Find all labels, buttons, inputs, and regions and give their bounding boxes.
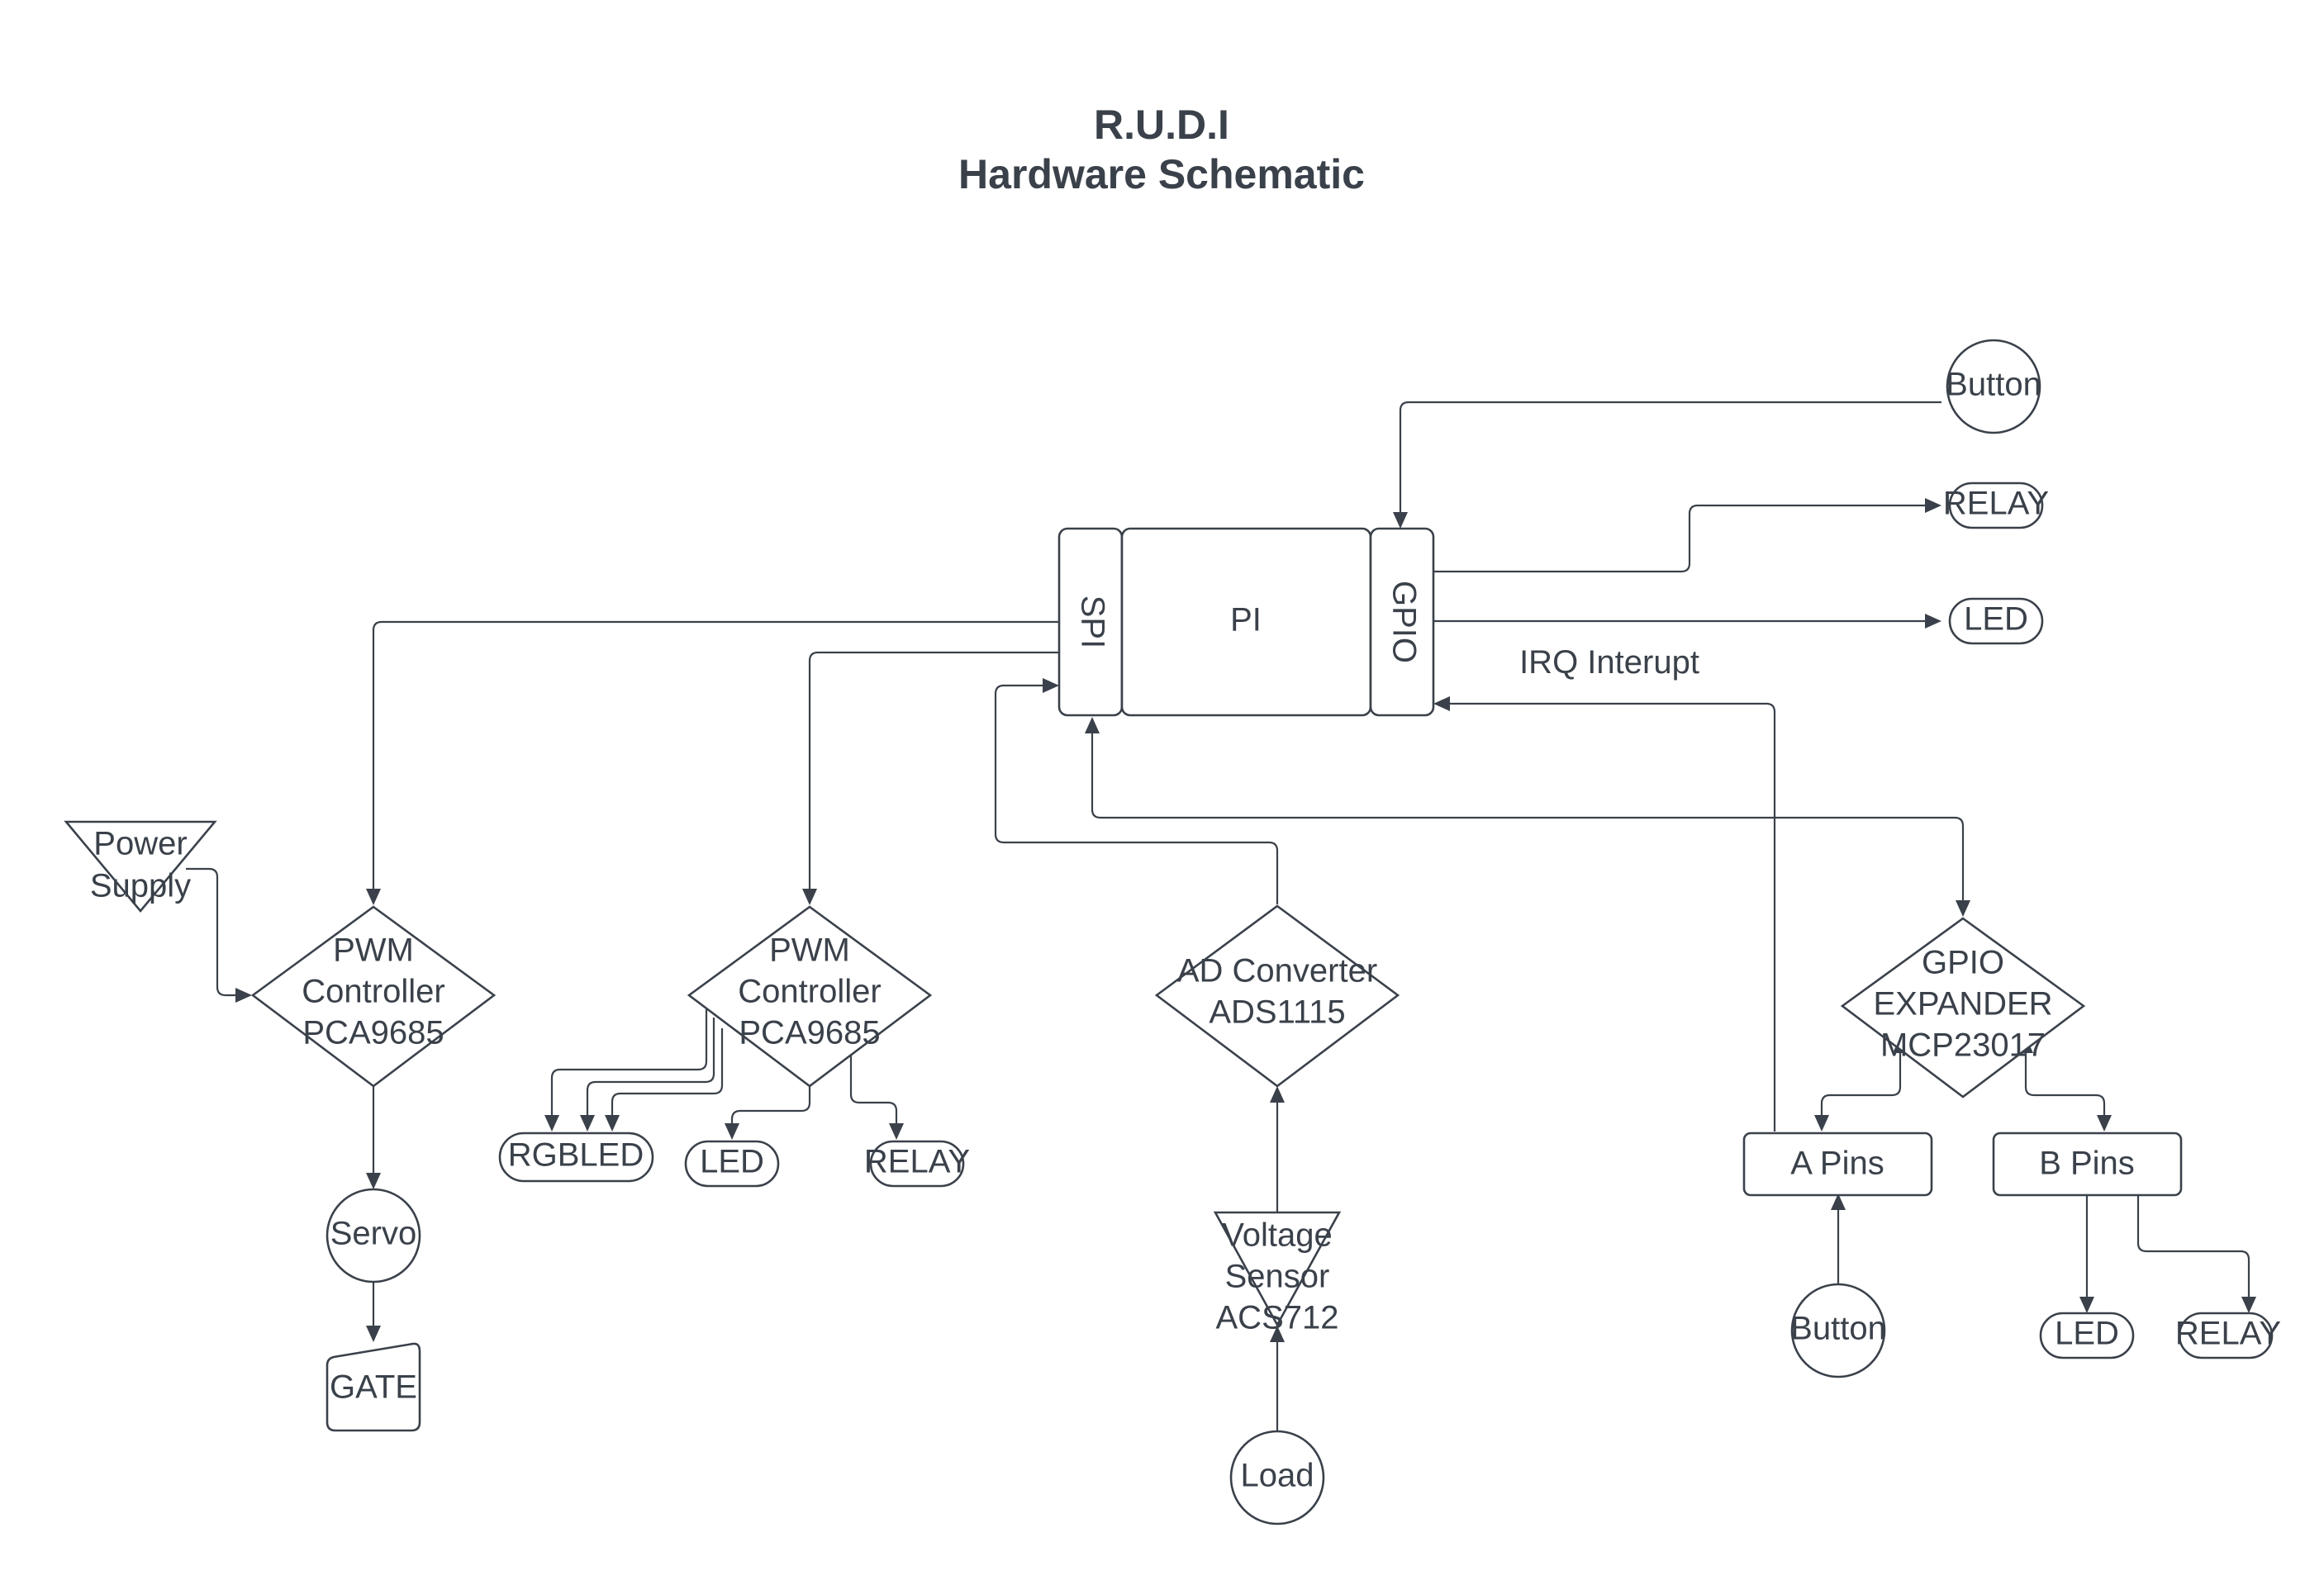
b-relay-node: RELAY: [2175, 1312, 2281, 1359]
arrowhead: [1270, 1086, 1285, 1103]
top-relay-label: RELAY: [1943, 486, 2049, 522]
arrowhead: [889, 1123, 904, 1140]
arrowhead: [1925, 614, 1941, 629]
expander-line-2: EXPANDER: [1873, 986, 2052, 1022]
arrowhead: [2079, 1297, 2094, 1313]
bottom-button-node: Button: [1790, 1283, 1886, 1378]
top-relay-node: RELAY: [1943, 482, 2049, 529]
pwm1-line-1: PWM: [333, 932, 414, 969]
wire-button-to-gpio: [1399, 401, 1941, 520]
power-supply-line-2: Supply: [90, 868, 191, 904]
arrowhead: [2241, 1297, 2256, 1313]
sensor-line-1: Voltage: [1222, 1217, 1332, 1254]
load-node: Load: [1229, 1430, 1325, 1525]
rgbled-node: RGBLED: [498, 1132, 654, 1183]
servo-node: Servo: [326, 1188, 421, 1283]
expander-line-3: MCP23017: [1880, 1027, 2046, 1064]
ad-converter-node: AD Converter ADS1115: [1154, 904, 1400, 1088]
arrowhead: [605, 1115, 620, 1132]
rgbled-label: RGBLED: [508, 1137, 644, 1174]
gpio-label: GPIO: [1385, 581, 1422, 663]
pwm1-line-2: Controller: [302, 974, 444, 1010]
title-line-2: Hardware Schematic: [958, 151, 1365, 197]
b-pins-node: B Pins: [1992, 1132, 2183, 1197]
pwm2-relay-node: RELAY: [864, 1140, 970, 1188]
wire-power-to-pwm1: [186, 867, 244, 997]
gpio-block: [1369, 527, 1435, 717]
wire-adc-to-spi: [994, 684, 1279, 904]
gpio-expander-node: GPIO EXPANDER MCP23017: [1840, 917, 2086, 1098]
top-button-label: Button: [1946, 367, 2041, 403]
arrowhead: [1085, 717, 1100, 733]
power-supply-node: Power Supply: [64, 820, 217, 913]
top-led-node: LED: [1948, 597, 2044, 645]
b-led-label: LED: [2055, 1316, 2119, 1352]
wire-gpio-to-relay: [1433, 504, 1933, 573]
pwm-controller-2-node: PWM Controller PCA9685: [687, 905, 933, 1088]
adc-line-1: AD Converter: [1177, 953, 1377, 989]
arrowhead: [1043, 678, 1059, 693]
arrowhead: [366, 1326, 381, 1342]
wire-expander-to-bpins: [2024, 1045, 2106, 1123]
wire-spi-to-expander: [1091, 725, 1965, 909]
wire-pwm2-to-relay: [849, 1049, 898, 1132]
arrowhead: [1925, 498, 1941, 513]
arrowhead: [1831, 1193, 1846, 1210]
irq-interrupt-label: IRQ Interupt: [1519, 644, 1699, 681]
servo-label: Servo: [330, 1216, 417, 1252]
arrowhead: [725, 1123, 739, 1140]
gate-node: GATE: [326, 1342, 421, 1432]
a-pins-node: A Pins: [1742, 1132, 1933, 1197]
adc-line-2: ADS1115: [1209, 994, 1345, 1031]
bottom-button-label: Button: [1790, 1311, 1886, 1347]
top-button-node: Button: [1946, 339, 2041, 434]
wire-pwm2-to-rgbled-r: [550, 1009, 708, 1123]
gate-label: GATE: [330, 1369, 417, 1406]
arrowhead: [366, 1173, 381, 1189]
wire-spi-to-pwm2: [808, 651, 1059, 896]
pi-board: SPI PI GPIO: [1057, 527, 1435, 717]
pwm1-line-3: PCA9685: [302, 1015, 444, 1051]
pwm-controller-1-node: PWM Controller PCA9685: [250, 905, 497, 1088]
arrowhead: [235, 988, 252, 1003]
pwm2-line-1: PWM: [769, 932, 850, 969]
voltage-sensor-node: Voltage Sensor ACS712: [1213, 1211, 1342, 1336]
b-led-node: LED: [2039, 1312, 2135, 1359]
b-pins-label: B Pins: [2039, 1146, 2135, 1182]
pwm2-led-node: LED: [684, 1140, 780, 1188]
wire-pwm2-to-rgbled-g: [586, 1018, 715, 1123]
power-supply-line-1: Power: [93, 826, 187, 862]
pwm2-led-label: LED: [700, 1144, 764, 1180]
arrowhead: [1814, 1115, 1829, 1132]
arrowhead: [366, 889, 381, 905]
title-line-1: R.U.D.I: [1094, 102, 1229, 148]
arrowhead: [1270, 1326, 1285, 1342]
a-pins-label: A Pins: [1790, 1146, 1884, 1182]
expander-line-1: GPIO: [1922, 945, 2004, 981]
pwm2-relay-label: RELAY: [864, 1144, 970, 1180]
spi-label: SPI: [1074, 595, 1110, 648]
wire-pwm2-to-rgbled-b: [611, 1028, 724, 1123]
pwm2-line-3: PCA9685: [739, 1015, 880, 1051]
wire-pwm2-to-led: [730, 1086, 811, 1132]
b-relay-label: RELAY: [2175, 1316, 2281, 1352]
arrowhead: [544, 1115, 559, 1132]
top-led-label: LED: [1964, 601, 2028, 638]
arrowhead: [580, 1115, 595, 1132]
wire-bpins-to-relay: [2136, 1196, 2250, 1305]
sensor-line-3: ACS712: [1216, 1300, 1339, 1336]
arrowhead: [1956, 900, 1970, 917]
arrowhead: [1393, 512, 1408, 529]
load-label: Load: [1241, 1458, 1314, 1494]
arrowhead: [802, 889, 817, 905]
wire-expander-to-apins: [1820, 1045, 1902, 1123]
wire-irq-to-gpio: [1442, 702, 1776, 1132]
wire-spi-to-pwm1: [372, 620, 1059, 896]
sensor-line-2: Sensor: [1225, 1259, 1330, 1295]
pi-label: PI: [1230, 602, 1262, 638]
arrowhead: [2097, 1115, 2112, 1132]
pwm2-line-2: Controller: [738, 974, 881, 1010]
arrowhead: [1433, 696, 1450, 711]
